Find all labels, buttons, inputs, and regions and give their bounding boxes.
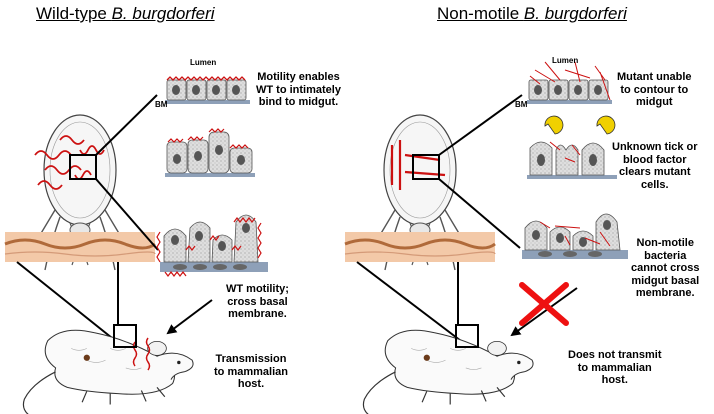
left-bm-label: BM <box>155 100 168 109</box>
right-zoom-box <box>412 154 440 180</box>
right-cells-row1 <box>527 61 612 104</box>
right-lumen-label: Lumen <box>552 56 579 65</box>
right-skin <box>343 230 497 264</box>
left-cells-row3 <box>156 214 268 277</box>
blocked-x <box>519 282 569 326</box>
right-tick <box>367 114 473 271</box>
right-title: Non-motile B. burgdorferi <box>437 4 627 23</box>
right-mouse-box <box>455 324 479 348</box>
right-mouse <box>362 329 534 414</box>
left-title: Wild-type B. burgdorferi <box>36 4 215 23</box>
left-lumen-label: Lumen <box>190 58 217 67</box>
left-cells-row2 <box>165 128 255 177</box>
right-bm-label: BM <box>515 100 528 109</box>
left-mouse <box>22 329 194 414</box>
left-cells-row1 <box>165 76 250 104</box>
right-cells-row3 <box>522 213 628 259</box>
left-mouse-box <box>113 324 137 348</box>
left-skin <box>3 230 157 264</box>
left-zoom-box <box>69 154 97 180</box>
right-cells-row2 <box>527 115 617 179</box>
